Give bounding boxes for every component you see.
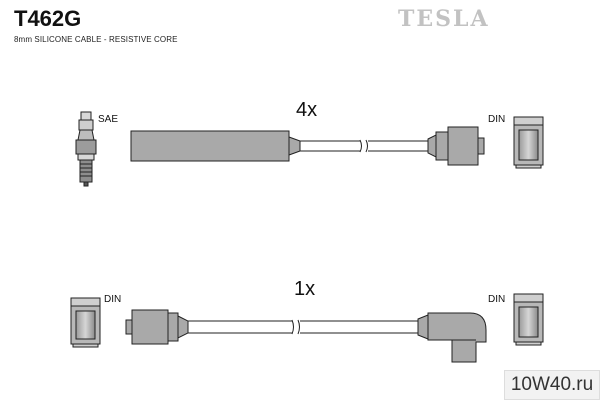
din-terminal-icon xyxy=(513,116,544,169)
brand-logo: TESLA xyxy=(398,6,490,32)
straight-boot-top xyxy=(130,130,290,162)
spark-plug-icon xyxy=(75,111,97,187)
end-label-din-bottom-right: DIN xyxy=(488,294,506,305)
distributor-connector-top xyxy=(427,126,485,166)
end-label-din-bottom-left: DIN xyxy=(104,294,122,305)
end-label-sae: SAE xyxy=(98,114,119,125)
straight-connector-bottom xyxy=(125,309,189,345)
din-terminal-icon xyxy=(513,293,544,346)
site-watermark: 10W40.ru xyxy=(504,370,600,400)
quantity-label-bottom: 1x xyxy=(294,278,316,300)
cable-bottom xyxy=(188,319,418,335)
boot-taper-top xyxy=(288,136,301,156)
angled-boot-bottom xyxy=(417,312,487,363)
din-terminal-icon xyxy=(70,297,101,348)
end-label-din-top-right: DIN xyxy=(488,114,506,125)
product-subtitle: 8mm SILICONE CABLE - RESISTIVE CORE xyxy=(14,35,178,44)
quantity-label-top: 4x xyxy=(296,99,318,121)
part-number: T462G xyxy=(14,6,82,31)
cable-top xyxy=(300,139,428,153)
